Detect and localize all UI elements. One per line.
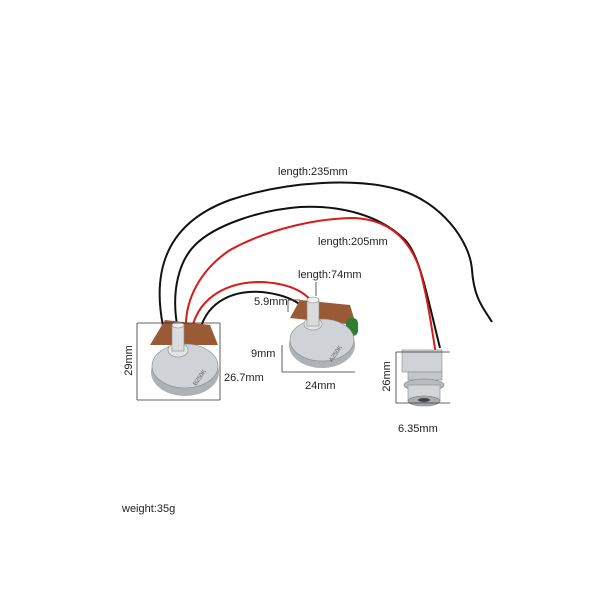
pot2-width-label: 24mm bbox=[305, 380, 336, 392]
shaft-diameter-label: 5.9mm bbox=[254, 296, 288, 308]
shaft-length-label: 9mm bbox=[251, 348, 276, 360]
mid-wire-length-label: length:74mm bbox=[298, 269, 362, 281]
jack-size-label: 6.35mm bbox=[398, 423, 438, 435]
black-wire-long bbox=[158, 181, 493, 327]
potentiometer-1: B250K bbox=[150, 320, 219, 396]
potentiometer-2: A250K bbox=[289, 296, 358, 368]
pot1-width-label: 26.7mm bbox=[224, 372, 264, 384]
dimension-lines bbox=[136, 282, 450, 404]
black-wire-length-label: length:235mm bbox=[278, 166, 348, 178]
output-jack bbox=[401, 349, 445, 407]
weight-label: weight:35g bbox=[122, 503, 176, 515]
jack-height-label: 26mm bbox=[380, 361, 393, 392]
red-wire-long bbox=[184, 216, 437, 356]
red-wire-length-label: length:205mm bbox=[318, 236, 388, 248]
red-wire-mid bbox=[191, 280, 319, 329]
pot1-height-label: 29mm bbox=[122, 345, 135, 376]
